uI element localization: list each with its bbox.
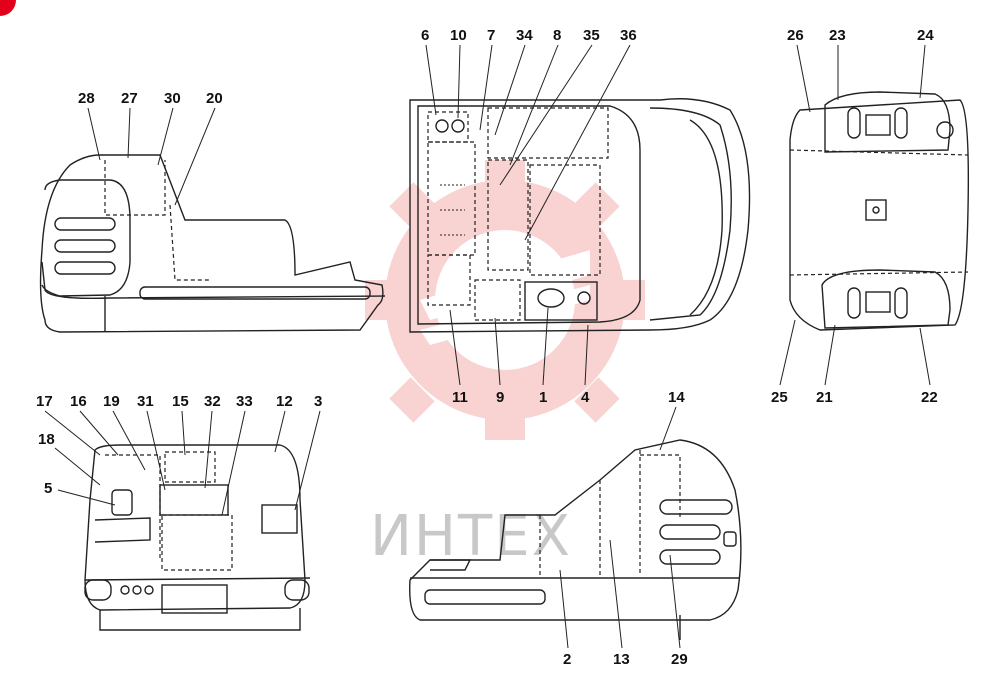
right-top-view — [789, 91, 970, 331]
callout-2: 2 — [563, 651, 571, 668]
callout-24: 24 — [917, 27, 934, 44]
callout-33: 33 — [236, 393, 253, 410]
callout-7: 7 — [487, 27, 495, 44]
right-side-view — [409, 439, 742, 640]
callout-29: 29 — [671, 651, 688, 668]
callout-22: 22 — [921, 389, 938, 406]
callout-3: 3 — [314, 393, 322, 410]
callout-15: 15 — [172, 393, 189, 410]
callout-8: 8 — [553, 27, 561, 44]
callouts-rear-top: 17 16 19 31 15 32 33 12 3 — [36, 393, 322, 516]
callouts-left-top: 28 27 30 20 — [78, 90, 223, 206]
callout-23: 23 — [829, 27, 846, 44]
callout-30: 30 — [164, 90, 181, 107]
callouts-top-center-bottom: 11 9 1 4 — [449, 307, 590, 406]
callout-10: 10 — [450, 27, 467, 44]
callouts-top-center-top: 6 10 7 34 8 35 36 — [421, 27, 637, 241]
callout-19: 19 — [103, 393, 120, 410]
callout-25: 25 — [771, 389, 788, 406]
callout-16: 16 — [70, 393, 87, 410]
callout-6: 6 — [421, 27, 429, 44]
callout-28: 28 — [78, 90, 95, 107]
left-side-view — [39, 154, 386, 333]
callout-17: 17 — [36, 393, 53, 410]
callout-36: 36 — [620, 27, 637, 44]
callouts-right-bottom: 25 21 22 — [771, 319, 938, 406]
callouts-right-top: 26 23 24 — [787, 27, 934, 113]
watermark-logo — [365, 160, 645, 440]
rear-view — [84, 444, 311, 631]
callout-32: 32 — [204, 393, 221, 410]
callout-20: 20 — [206, 90, 223, 107]
callout-14: 14 — [668, 389, 685, 406]
callouts-side-right: 14 2 13 29 — [559, 389, 688, 668]
callout-11: 11 — [452, 389, 468, 406]
callout-18: 18 — [38, 431, 55, 448]
callout-9: 9 — [496, 389, 504, 406]
callout-21: 21 — [816, 389, 833, 406]
callout-27: 27 — [121, 90, 138, 107]
callout-34: 34 — [516, 27, 533, 44]
watermark-text: ИНТЕХ — [370, 504, 572, 569]
callout-12: 12 — [276, 393, 293, 410]
callout-1: 1 — [539, 389, 547, 406]
callout-13: 13 — [613, 651, 630, 668]
callout-35: 35 — [583, 27, 600, 44]
corner-marker — [0, 0, 16, 16]
callout-4: 4 — [581, 389, 590, 406]
callout-31: 31 — [137, 393, 154, 410]
callout-5: 5 — [44, 480, 52, 497]
callout-26: 26 — [787, 27, 804, 44]
callouts-rear-side: 18 5 — [38, 431, 116, 506]
